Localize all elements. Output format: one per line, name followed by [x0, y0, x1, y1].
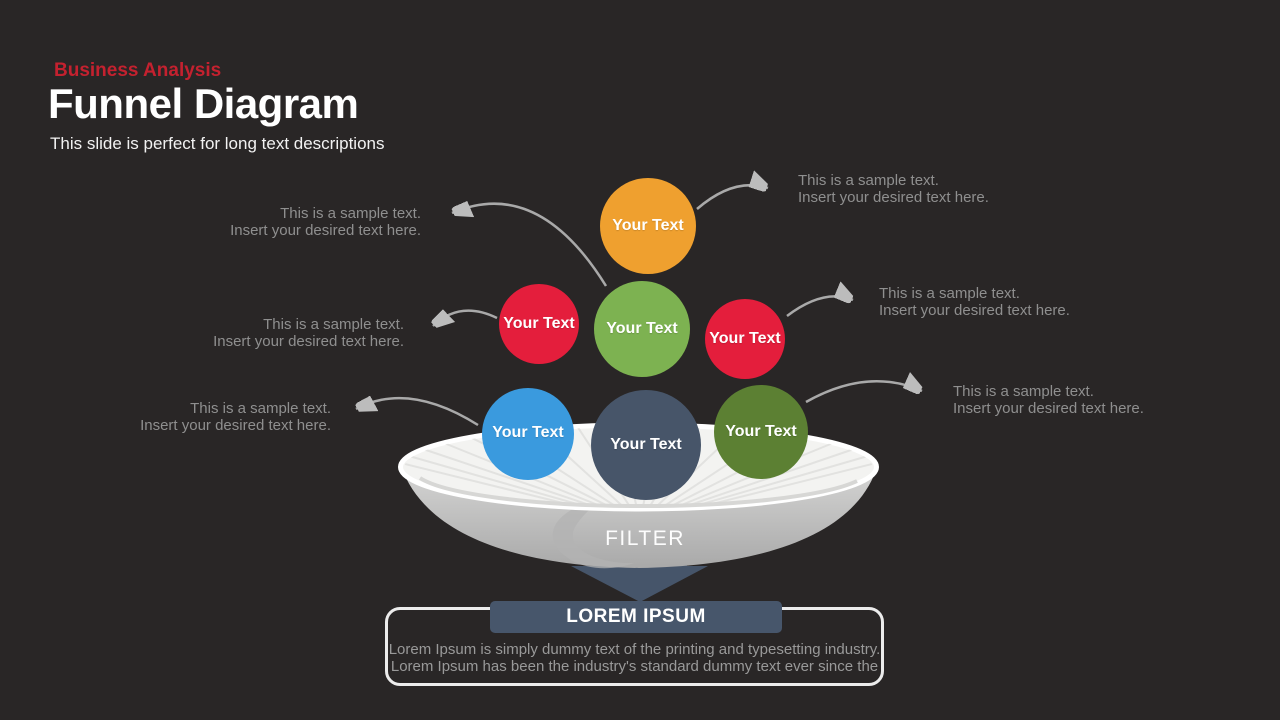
circle-bottom-right-olive [714, 385, 808, 479]
description-line-2: Lorem Ipsum has been the industry's stan… [390, 657, 879, 675]
circle-label-mid-center-green: Your Text [606, 320, 678, 337]
annotation-arrow-left-3 [356, 398, 479, 427]
circle-mid-left-red [499, 284, 579, 364]
bowl-underside [400, 466, 876, 568]
bowl-shadow-swirl [552, 497, 634, 569]
funnel-circles [482, 178, 808, 500]
annotation-arrows [356, 185, 922, 427]
annotation-arrow-left-2 [433, 311, 498, 326]
lorem-ipsum-header-label: LOREM IPSUM [566, 606, 706, 627]
description-line-1: Lorem Ipsum is simply dummy text of the … [388, 641, 881, 658]
lorem-ipsum-header-bar: LOREM IPSUM [490, 601, 782, 633]
annotation-arrow-right-1 [696, 185, 768, 210]
annotation-right-1: This is a sample text. Insert your desir… [798, 172, 989, 206]
annotation-line: This is a sample text. [953, 383, 1094, 400]
annotation-right-2: This is a sample text. Insert your desir… [879, 285, 1070, 319]
description-text: Lorem Ipsum is simply dummy text of the … [385, 641, 884, 675]
filter-label: FILTER [605, 527, 685, 550]
annotation-left-1: This is a sample text. Insert your desir… [230, 205, 421, 239]
annotation-line: Insert your desired text here. [953, 400, 1144, 417]
annotation-arrow-right-3 [805, 381, 922, 404]
circle-label-bottom-center-slate: Your Text [610, 436, 682, 453]
circle-bottom-left-blue [482, 388, 574, 480]
eyebrow-label: Business Analysis [54, 60, 222, 81]
circle-label-bottom-right-olive: Your Text [725, 423, 797, 440]
annotation-line: Insert your desired text here. [879, 302, 1070, 319]
circle-label-mid-right-red: Your Text [709, 330, 781, 347]
annotation-line: Insert your desired text here. [798, 189, 989, 206]
annotation-line: This is a sample text. [280, 205, 421, 222]
circle-label-top-orange: Your Text [612, 217, 684, 234]
annotation-arrow-left-1 [452, 204, 608, 287]
circle-label-bottom-left-blue: Your Text [492, 424, 564, 441]
circle-mid-right-red [705, 299, 785, 379]
annotation-line: This is a sample text. [879, 285, 1020, 302]
bowl-front-inner-edge [418, 476, 858, 509]
annotation-left-2: This is a sample text. Insert your desir… [213, 316, 404, 350]
annotation-left-3: This is a sample text. Insert your desir… [140, 400, 331, 434]
circle-mid-center-green [594, 281, 690, 377]
page-title: Funnel Diagram [48, 80, 359, 127]
annotation-arrow-right-2 [786, 296, 853, 317]
annotation-line: Insert your desired text here. [230, 222, 421, 239]
circle-label-mid-left-red: Your Text [503, 315, 575, 332]
annotation-line: This is a sample text. [190, 400, 331, 417]
circle-top-orange [600, 178, 696, 274]
annotation-line: This is a sample text. [798, 172, 939, 189]
annotation-line: Insert your desired text here. [213, 333, 404, 350]
annotation-line: Insert your desired text here. [140, 417, 331, 434]
page-subtitle: This slide is perfect for long text desc… [50, 134, 385, 153]
annotation-line: This is a sample text. [263, 316, 404, 333]
annotation-right-3: This is a sample text. Insert your desir… [953, 383, 1144, 417]
circle-bottom-center-slate [591, 390, 701, 500]
